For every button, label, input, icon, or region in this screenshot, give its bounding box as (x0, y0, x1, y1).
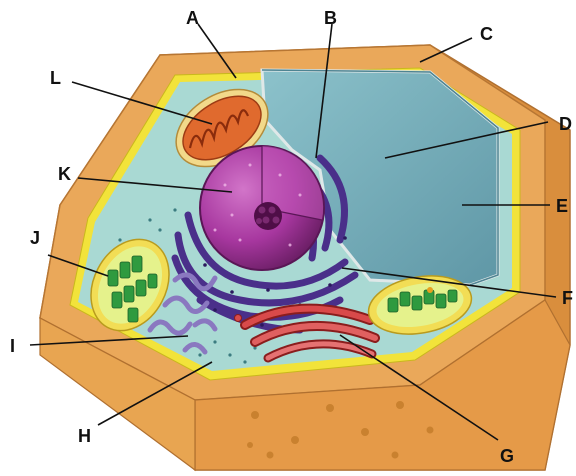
label-E: E (556, 196, 568, 216)
label-D: D (559, 114, 572, 134)
label-G: G (500, 446, 514, 466)
label-L: L (50, 68, 61, 88)
label-K: K (58, 164, 71, 184)
nucleolus (254, 202, 282, 230)
label-J: J (30, 228, 40, 248)
label-I: I (10, 336, 15, 356)
label-B: B (324, 8, 337, 28)
label-F: F (562, 288, 573, 308)
label-C: C (480, 24, 493, 44)
label-H: H (78, 426, 91, 446)
label-A: A (186, 8, 199, 28)
